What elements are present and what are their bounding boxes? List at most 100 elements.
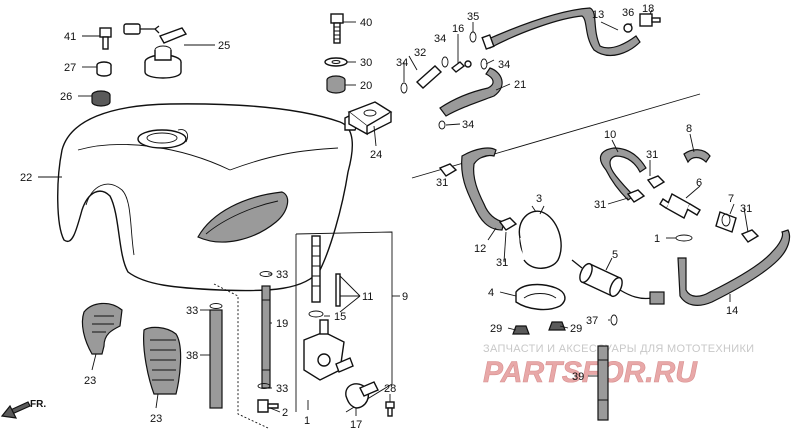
filter-rubber-7 xyxy=(715,211,737,233)
watermark-logo: PARTSFOR.RU xyxy=(483,356,698,389)
tube-10 xyxy=(599,147,647,201)
callout-1-b: 1 xyxy=(304,415,310,427)
tube-19 xyxy=(261,285,271,389)
tube-38 xyxy=(209,309,223,409)
o-ring-15 xyxy=(308,310,324,318)
callout-29-b: 29 xyxy=(570,323,582,335)
callout-38: 38 xyxy=(186,350,198,362)
callout-6: 6 xyxy=(696,177,702,189)
side-cover-23-right xyxy=(143,326,182,395)
callout-labels: 41 27 26 25 22 40 30 20 24 32 34 34 16 3… xyxy=(20,3,752,431)
clamp-31-b xyxy=(626,175,760,243)
clip-1 xyxy=(675,234,693,242)
callout-26: 26 xyxy=(60,91,72,103)
callout-10: 10 xyxy=(604,129,616,141)
callout-36: 36 xyxy=(622,7,634,19)
joint-16 xyxy=(450,60,472,73)
tube-12 xyxy=(461,147,505,231)
callout-1-a: 1 xyxy=(654,233,660,245)
bolt-41 xyxy=(99,27,112,50)
callout-35: 35 xyxy=(467,11,479,23)
tube-14 xyxy=(677,229,791,306)
fuel-cap xyxy=(123,23,188,79)
fuel-valve-1 xyxy=(303,319,354,381)
callout-17: 17 xyxy=(350,419,362,431)
callout-15: 15 xyxy=(334,311,346,323)
grommet-29 xyxy=(512,321,566,335)
watermark-caption: ЗАПЧАСТИ И АКСЕССУАРЫ ДЛЯ МОТОТЕХНИКИ xyxy=(483,343,754,355)
front-marker: FR. xyxy=(30,399,46,410)
fuel-filter-6 xyxy=(659,193,701,219)
side-cover-23-left xyxy=(81,302,123,355)
joint-2 xyxy=(257,399,279,413)
leader-dotted xyxy=(213,283,269,429)
callout-14: 14 xyxy=(726,305,738,317)
tube-32 xyxy=(415,65,443,89)
callout-11: 11 xyxy=(362,291,373,303)
callout-30: 30 xyxy=(360,57,372,69)
clamp-31-a xyxy=(438,163,518,231)
bolt-28 xyxy=(385,401,395,417)
fitting-18 xyxy=(639,13,661,27)
bracket-24 xyxy=(347,101,393,136)
callout-24: 24 xyxy=(370,149,382,161)
strainer-3 xyxy=(518,205,562,269)
callout-4: 4 xyxy=(488,287,494,299)
callout-31-b: 31 xyxy=(740,203,752,215)
callout-34-b: 34 xyxy=(434,33,446,45)
callout-33-b: 33 xyxy=(186,305,198,317)
joint-36 xyxy=(623,23,633,33)
clip-37 xyxy=(610,314,618,326)
callout-5: 5 xyxy=(612,249,618,261)
bolt-40 xyxy=(330,13,344,44)
callout-33-a: 33 xyxy=(276,269,288,281)
callout-40: 40 xyxy=(360,17,372,29)
callout-13: 13 xyxy=(592,9,604,21)
callout-21: 21 xyxy=(514,79,526,91)
callout-31-e: 31 xyxy=(496,257,508,269)
bracket-4 xyxy=(515,283,566,311)
callout-12: 12 xyxy=(474,243,486,255)
tube-13 xyxy=(481,7,641,56)
callout-2: 2 xyxy=(282,407,288,419)
callout-34-a: 34 xyxy=(396,57,408,69)
callout-18: 18 xyxy=(642,3,654,15)
o-ring-35 xyxy=(469,31,477,43)
callout-7: 7 xyxy=(728,193,734,205)
callout-19: 19 xyxy=(276,318,288,330)
callout-39: 39 xyxy=(572,371,584,383)
callout-27: 27 xyxy=(64,62,76,74)
callout-16: 16 xyxy=(452,23,464,35)
callout-37: 37 xyxy=(586,315,598,327)
callout-9: 9 xyxy=(402,291,408,303)
washer-30 xyxy=(324,57,348,67)
callout-41: 41 xyxy=(64,31,76,43)
band-8 xyxy=(683,149,711,164)
callout-25: 25 xyxy=(218,40,230,52)
grommet-26 xyxy=(91,90,111,107)
clip-33 xyxy=(209,271,273,389)
box-9 xyxy=(295,231,393,413)
callout-20: 20 xyxy=(360,80,372,92)
callout-23-a: 23 xyxy=(84,375,96,387)
callout-28: 28 xyxy=(384,383,396,395)
tube-21 xyxy=(439,67,503,117)
leader-lines xyxy=(38,9,749,416)
tube-39 xyxy=(597,345,609,421)
divider-line xyxy=(411,93,701,179)
callout-34-d: 34 xyxy=(462,119,474,131)
callout-31-c: 31 xyxy=(594,199,606,211)
fuel-pump-5 xyxy=(571,259,665,305)
callout-33-c: 33 xyxy=(276,383,288,395)
front-arrow: FR. xyxy=(0,399,46,419)
callout-34-c: 34 xyxy=(498,59,510,71)
callout-31-a: 31 xyxy=(646,149,658,161)
bushing-27 xyxy=(96,61,112,77)
fuel-tank xyxy=(57,103,360,292)
filter-screen-11 xyxy=(311,235,341,307)
callout-8: 8 xyxy=(686,123,692,135)
callout-32: 32 xyxy=(414,47,426,59)
tank-emblem xyxy=(197,191,289,243)
callout-3: 3 xyxy=(536,193,542,205)
callout-31-d: 31 xyxy=(436,177,448,189)
